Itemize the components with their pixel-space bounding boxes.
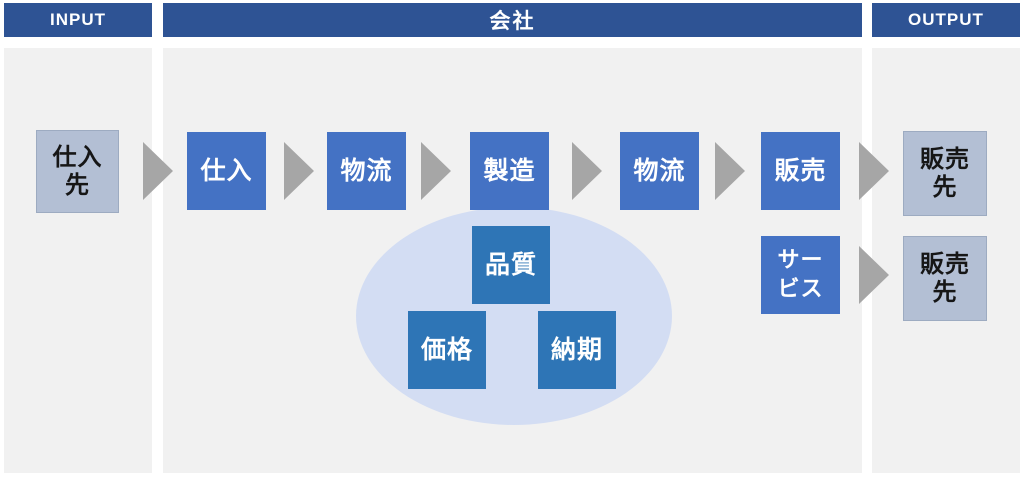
chain-node-logistics-out: 物流 (620, 132, 699, 210)
chain-node-logistics-in: 物流 (327, 132, 406, 210)
factor-node-quality: 品質 (472, 226, 550, 304)
company-header-bar: 会社 (163, 3, 862, 37)
customer-node-2: 販売 先 (903, 236, 987, 321)
input-header-bar: INPUT (4, 3, 152, 37)
output-header-bar: OUTPUT (872, 3, 1020, 37)
factor-node-delivery: 納期 (538, 311, 616, 389)
customer-node-1: 販売 先 (903, 131, 987, 216)
chain-node-purchasing: 仕入 (187, 132, 266, 210)
input-panel (4, 48, 152, 473)
factor-node-price: 価格 (408, 311, 486, 389)
service-node: サー ビス (761, 236, 840, 314)
output-header-label: OUTPUT (908, 10, 984, 29)
chain-node-manufacturing: 製造 (470, 132, 549, 210)
input-header-label: INPUT (50, 10, 106, 29)
company-header-label: 会社 (489, 10, 536, 33)
supplier-node: 仕入 先 (36, 130, 119, 213)
chain-node-sales: 販売 (761, 132, 840, 210)
